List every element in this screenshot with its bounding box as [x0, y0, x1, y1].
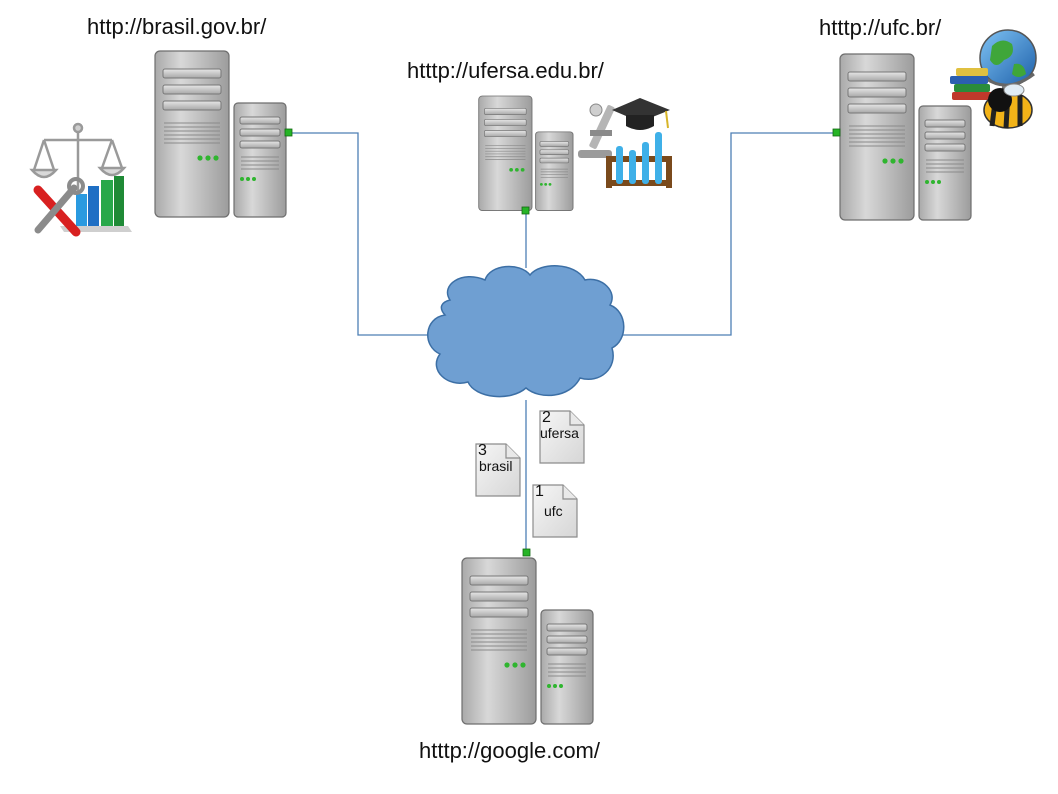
document-label: ufc [544, 503, 563, 519]
test-tubes-icon [606, 132, 672, 188]
microscope-icon [578, 103, 615, 158]
server-label-ufc: htttp://ufc.br/ [819, 15, 942, 40]
document-brasil-text: 3 brasil [475, 442, 521, 497]
link-ufc [620, 132, 838, 336]
document-label: ufersa [540, 425, 579, 441]
server-label-google: htttp://google.com/ [419, 738, 600, 763]
server-label-ufersa: htttp://ufersa.edu.br/ [407, 58, 604, 83]
port-ufc [832, 128, 841, 137]
server-google [461, 557, 594, 725]
server-brasil [154, 50, 287, 218]
bee-icon [983, 83, 1033, 129]
server-ufersa [478, 95, 574, 211]
port-ufersa [521, 206, 530, 215]
port-brasil [284, 128, 293, 137]
document-number: 2 [542, 409, 551, 426]
cloud-icon [427, 265, 625, 398]
document-ufc-text: 1 ufc [532, 483, 578, 538]
justice-scale-icon [29, 122, 127, 200]
books-icon [950, 68, 992, 100]
document-label: brasil [479, 458, 513, 474]
network-links [289, 132, 838, 552]
server-label-brasil: http://brasil.gov.br/ [87, 14, 267, 39]
link-brasil [289, 132, 430, 336]
document-number: 1 [535, 483, 544, 500]
document-number: 3 [478, 442, 487, 459]
port-google [522, 548, 531, 557]
globe-icon [979, 29, 1037, 92]
tools-chart-icon [33, 176, 132, 237]
graduation-cap-icon [612, 98, 670, 130]
document-ufersa-text: 2 ufersa [539, 409, 585, 464]
